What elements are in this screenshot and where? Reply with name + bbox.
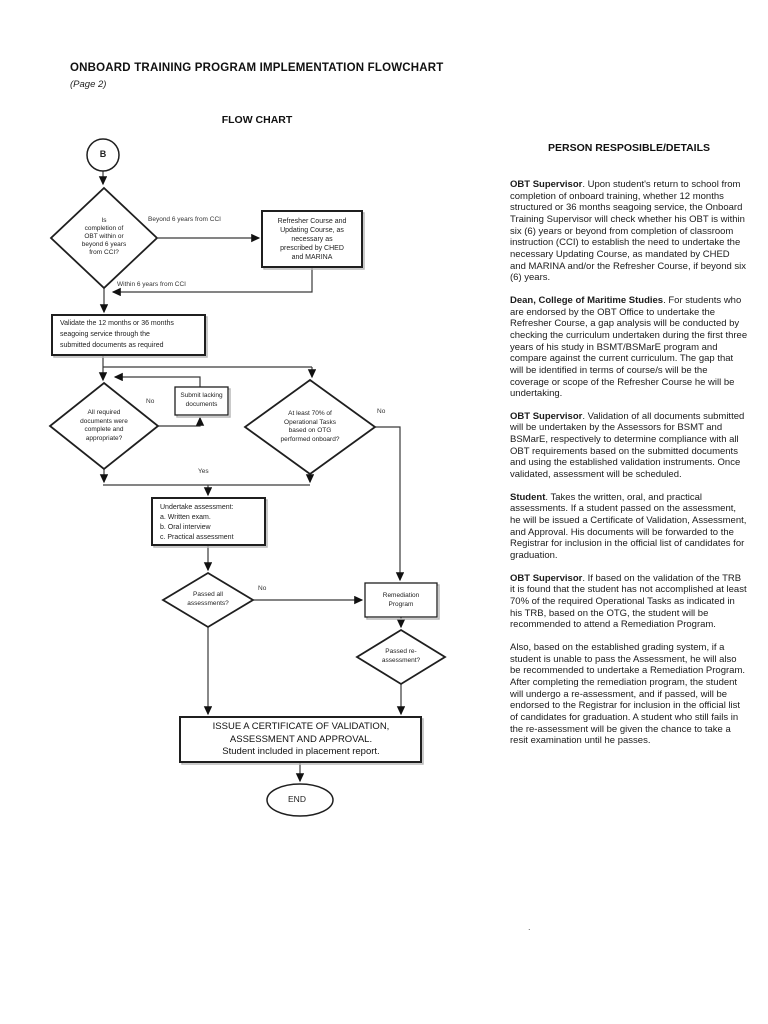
refresher-course-shape: [261, 210, 363, 268]
details-paragraph-obt-supervisor-2: OBT Supervisor. Validation of all docume…: [510, 411, 748, 481]
paragraph-text: . If based on the validation of the TRB …: [510, 572, 747, 631]
decision-obt-years-shape: [49, 186, 159, 290]
paragraph-text: Also, based on the established grading s…: [510, 641, 745, 747]
details-paragraph-student: Student. Takes the written, oral, and pr…: [510, 492, 748, 562]
decision-documents-shape: [48, 381, 160, 471]
paragraph-text: . For students who are endorsed by the O…: [510, 294, 748, 400]
paragraph-lead: OBT Supervisor: [510, 572, 583, 584]
details-paragraph-obt-supervisor-3: OBT Supervisor. If based on the validati…: [510, 573, 748, 631]
edge-label-yes: Yes: [198, 468, 209, 475]
remediation-program-label: Remediation Program: [382, 592, 420, 608]
details-heading: PERSON RESPOSIBLE/DETAILS: [548, 142, 710, 154]
validate-service-shape: [51, 314, 206, 356]
stray-dot: .: [528, 922, 531, 932]
undertake-assessment-label: Undertake assessment: a. Written exam. b…: [160, 504, 234, 541]
paragraph-lead: Dean, College of Maritime Studies: [510, 294, 664, 306]
paragraph-text: . Upon student's return to school from c…: [510, 179, 747, 284]
details-paragraph-obt-supervisor-1: OBT Supervisor. Upon student's return to…: [510, 179, 748, 284]
edge-label-beyond-6-years: Beyond 6 years from CCI: [148, 216, 221, 223]
end-terminator-label: END: [288, 794, 306, 804]
issue-certificate-shape: [179, 716, 422, 763]
flowchart-connectors: [98, 171, 406, 783]
submit-lacking-label: Submit lacking documents: [180, 392, 223, 408]
paragraph-text: . Validation of all documents submitted …: [510, 410, 745, 481]
validate-service-label: Validate the 12 months or 36 months seag…: [60, 320, 174, 349]
paragraph-lead: OBT Supervisor: [510, 179, 583, 190]
decision-passed-re-label: Passed re- assessment?: [381, 648, 421, 664]
box-shadows: [53, 212, 440, 765]
issue-certificate-label: ISSUE A CERTIFICATE OF VALIDATION, ASSES…: [212, 721, 390, 757]
end-terminator-shape: [266, 783, 334, 817]
flowchart-heading: FLOW CHART: [221, 114, 293, 126]
details-paragraph-also: Also, based on the established grading s…: [510, 642, 748, 747]
decision-obt-years-label: Is completion of OBT within or beyond 6 …: [81, 217, 127, 256]
start-connector-label: B: [99, 149, 107, 159]
details-column: PERSON RESPOSIBLE/DETAILS OBT Supervisor…: [510, 142, 748, 758]
decision-documents-label: All required documents were complete and…: [80, 409, 128, 442]
flowchart-shapes: [48, 138, 447, 817]
decision-operational-tasks-label: At least 70% of Operational Tasks based …: [280, 410, 340, 443]
refresher-course-label: Refresher Course and Updating Course, as…: [277, 218, 347, 261]
submit-lacking-shape: [174, 386, 229, 416]
decision-operational-tasks-shape: [243, 378, 377, 476]
edge-label-within-6-years: Within 6 years from CCI: [117, 281, 186, 288]
page-title: ONBOARD TRAINING PROGRAM IMPLEMENTATION …: [70, 62, 444, 74]
edge-label-no-assessment: No: [258, 585, 267, 592]
paragraph-text: . Takes the written, oral, and practical…: [510, 491, 747, 562]
decision-passed-all-label: Passed all assessments?: [187, 591, 229, 607]
details-paragraph-dean: Dean, College of Maritime Studies. For s…: [510, 295, 748, 400]
start-connector-shape: [86, 138, 120, 172]
undertake-assessment-shape: [151, 497, 266, 546]
decision-passed-all-shape: [161, 571, 255, 629]
edge-label-no-tasks: No: [377, 408, 386, 415]
decision-passed-re-shape: [355, 628, 447, 686]
paragraph-lead: Student: [510, 491, 546, 503]
edge-label-no-documents: No: [146, 398, 155, 405]
remediation-program-shape: [364, 582, 438, 618]
page-number-note: (Page 2): [70, 79, 107, 90]
flowchart-canvas: [48, 138, 447, 817]
paragraph-lead: OBT Supervisor: [510, 410, 583, 422]
